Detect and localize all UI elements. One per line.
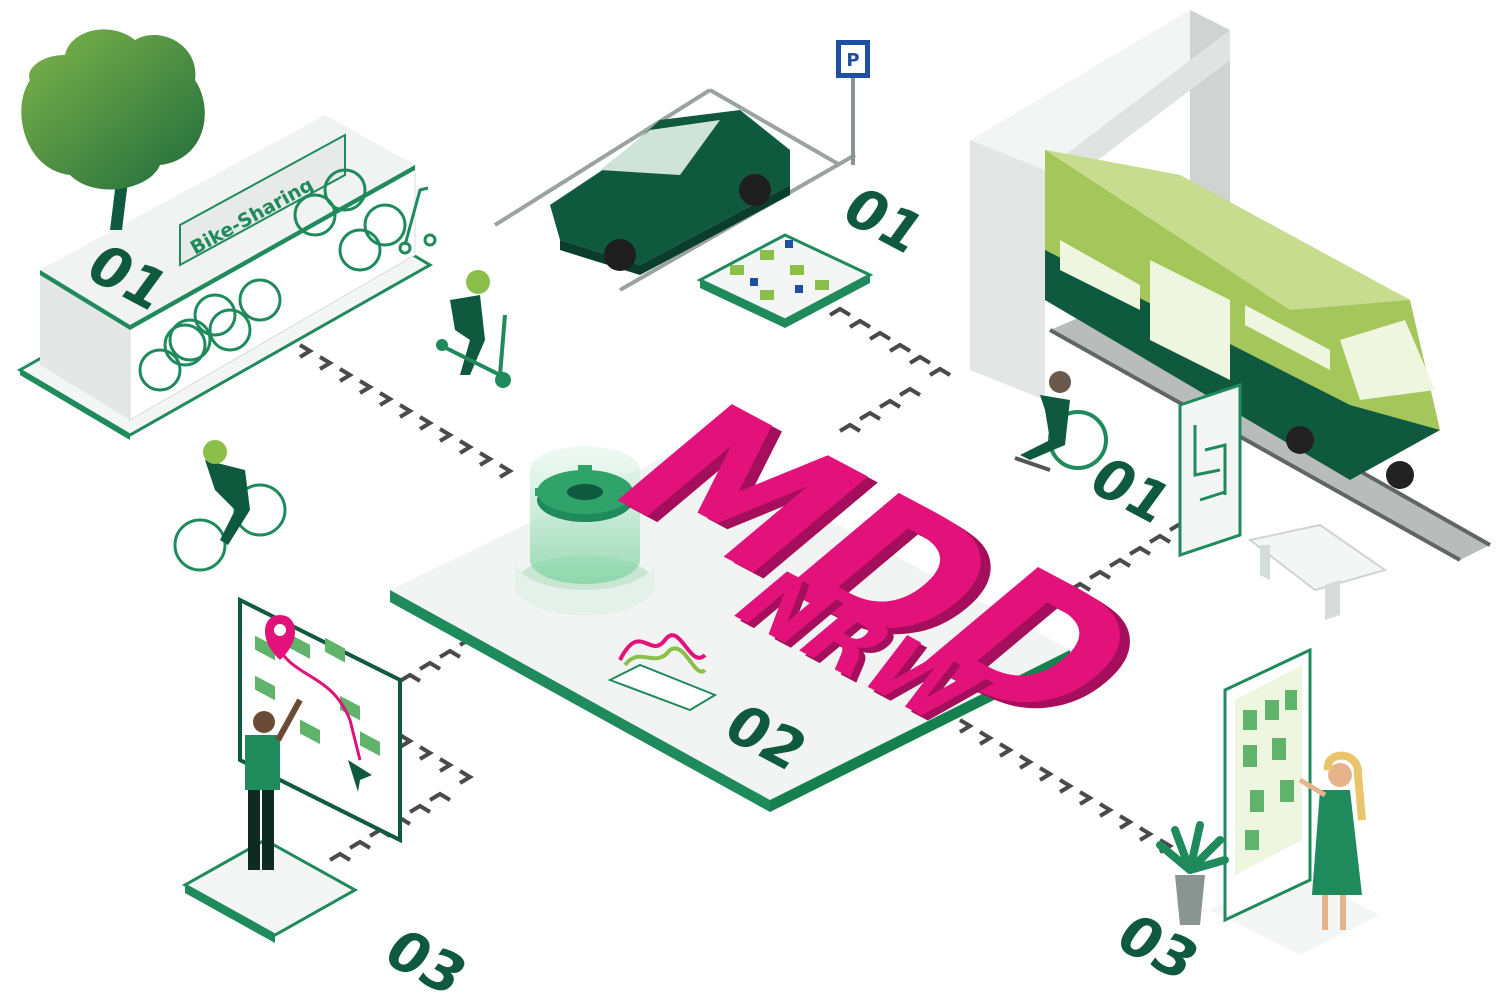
bike-sharing-station: Bike-Sharing 01: [17, 29, 437, 440]
bench-icon: [1247, 523, 1388, 620]
badge-train: 01: [1077, 447, 1184, 536]
wheelchair-icon: [1014, 371, 1108, 472]
cyclist-figure: [173, 440, 287, 572]
tree-icon: [21, 29, 205, 230]
scooter-icon: [398, 186, 437, 255]
parking-map-plate: [696, 233, 874, 328]
kiosk-station: 03: [1104, 647, 1380, 993]
path-center-to-kiosk: [958, 718, 1174, 854]
bicycle-icon: [138, 168, 407, 392]
cursor-arrow-icon: [348, 760, 372, 792]
svg-text:P: P: [846, 50, 859, 71]
chart-plate: [607, 633, 718, 712]
map-pin-icon: [264, 615, 296, 660]
tablet-map-station: 03: [181, 596, 479, 997]
parking-sign-icon: P: [836, 40, 870, 78]
parking-area: P 01: [493, 40, 937, 328]
path-bike-to-center: [298, 343, 514, 479]
center-platform: 02: [390, 445, 1070, 812]
woman-at-kiosk: [1298, 751, 1366, 930]
person-at-tablet: [245, 698, 303, 870]
train-station: 01: [970, 10, 1491, 620]
badge-parking: 01: [830, 177, 937, 266]
car-icon: [550, 110, 790, 275]
scooter-rider-figure: [436, 270, 511, 388]
train-icon: [1045, 150, 1440, 489]
plant-icon: [1156, 821, 1229, 925]
gear-icon: [535, 465, 635, 522]
gear-pedestal: [515, 446, 655, 615]
info-stele: [1178, 382, 1242, 558]
path-parking-to-center: [828, 306, 952, 433]
badge-tablet: 03: [372, 919, 479, 997]
